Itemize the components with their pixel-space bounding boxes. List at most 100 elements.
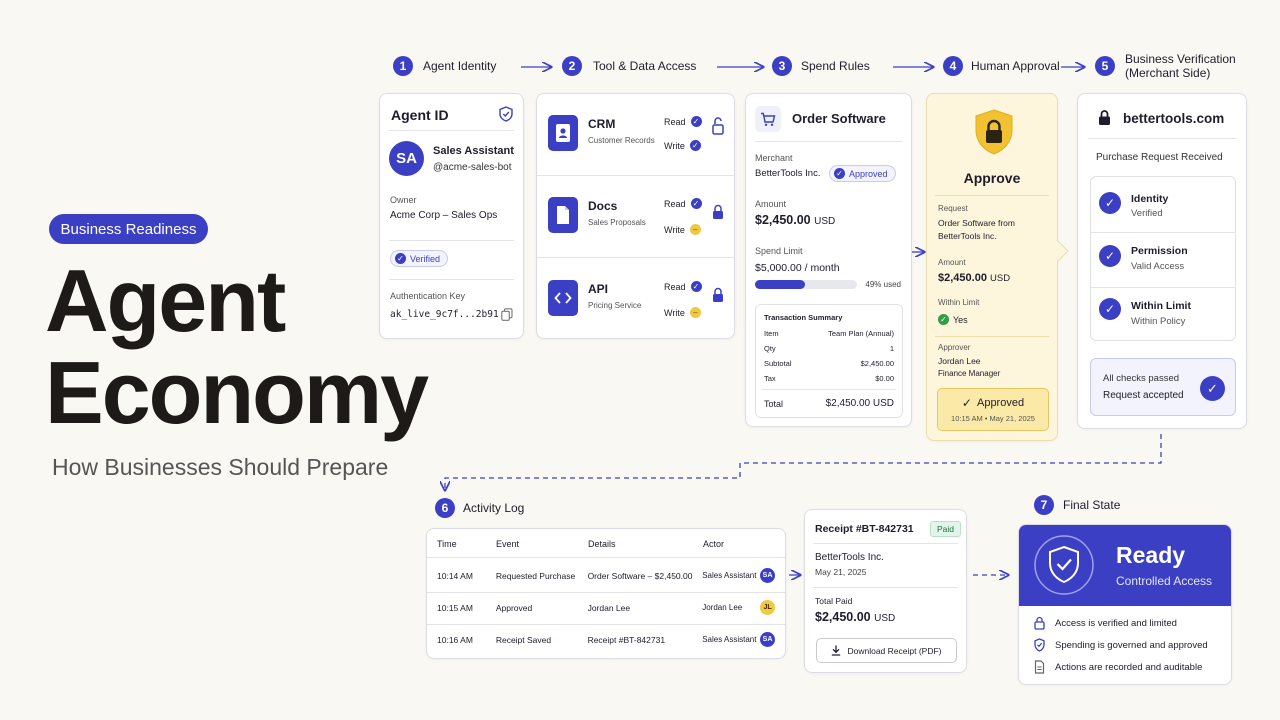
approver-label: Approver — [938, 343, 971, 352]
copy-icon[interactable] — [501, 308, 513, 321]
spend-limit-label: Spend Limit — [755, 246, 803, 256]
success-check-icon: ✓ — [938, 314, 949, 325]
agent-id-title: Agent ID — [391, 107, 449, 123]
shield-icon — [1034, 638, 1045, 652]
step-label-line1: Business Verification — [1125, 52, 1236, 66]
contact-icon — [556, 124, 570, 142]
actor-avatar: SA — [760, 632, 775, 647]
document-icon — [1034, 660, 1045, 674]
table-row[interactable]: 10:15 AM Approved Jordan Lee Jordan Lee … — [437, 600, 775, 615]
check-sub-permission: Valid Access — [1131, 261, 1185, 272]
approved-badge: ✓ Approved — [829, 165, 896, 182]
table-row[interactable]: 10:16 AM Receipt Saved Receipt #BT-84273… — [437, 632, 775, 647]
log-event: Receipt Saved — [495, 634, 552, 645]
approved-status-box[interactable]: ✓ Approved 10:15 AM • May 21, 2025 — [937, 388, 1049, 431]
within-limit-value: ✓ Yes — [938, 314, 968, 325]
hero-pill: Business Readiness — [49, 214, 208, 244]
amount-number: $2,450.00 — [755, 213, 811, 227]
summary-value: $0.00 — [875, 374, 894, 383]
check-icon: ✓ — [834, 168, 845, 179]
check-sub-within-limit: Within Policy — [1131, 316, 1186, 327]
receipt-vendor: BetterTools Inc. — [815, 552, 884, 563]
code-icon — [554, 292, 572, 304]
spend-rules-card: Order Software Merchant BetterTools Inc.… — [745, 93, 912, 427]
hero-subtitle: How Businesses Should Prepare — [52, 454, 389, 480]
step-label-final-state: Final State — [1063, 498, 1121, 512]
log-header-event: Event — [496, 539, 520, 549]
log-details: Jordan Lee — [587, 602, 631, 613]
step-number-4: 4 — [943, 56, 963, 76]
amount-label: Amount — [755, 199, 787, 209]
merchant-verification-card: bettertools.com Purchase Request Receive… — [1077, 93, 1247, 429]
step-number-2: 2 — [562, 56, 582, 76]
download-receipt-button[interactable]: Download Receipt (PDF) — [816, 638, 957, 663]
perm-read-crm: Read✓ — [664, 116, 702, 127]
approved-status-label: ✓ Approved — [961, 396, 1025, 410]
log-actor: Sales Assistant — [702, 571, 757, 580]
shield-check-icon — [499, 106, 513, 122]
tool-name-api: API — [588, 282, 609, 296]
spend-progress-track — [755, 280, 857, 289]
check-title-identity: Identity — [1131, 193, 1169, 205]
arrow-merchant-log — [445, 434, 1162, 490]
table-row[interactable]: 10:14 AM Requested Purchase Order Softwa… — [437, 568, 775, 583]
summary-row: Subtotal $2,450.00 — [764, 359, 894, 368]
request-label: Request — [938, 204, 968, 213]
step-label-business-verification: Business Verification (Merchant Side) — [1125, 52, 1236, 80]
summary-row: Tax$0.00 — [764, 374, 894, 383]
amount-unit: USD — [814, 216, 836, 227]
step-number-7: 7 — [1034, 495, 1054, 515]
log-time: 10:16 AM — [437, 634, 473, 645]
actor-avatar: JL — [760, 600, 775, 615]
final-state-banner: Ready Controlled Access — [1019, 525, 1231, 606]
log-header-details: Details — [588, 539, 616, 549]
log-actor: Sales Assistant — [702, 635, 757, 644]
receipt-total-number: $2,450.00 — [815, 610, 871, 624]
approval-amount: $2,450.00 USD — [938, 272, 1010, 284]
check-icon: ✓ — [395, 253, 406, 264]
check-title-permission: Permission — [1131, 245, 1188, 257]
tool-desc-api: Pricing Service — [588, 301, 642, 310]
check-icon: ✓ — [689, 140, 701, 151]
receipt-date: May 21, 2025 — [815, 567, 867, 577]
approver-name: Jordan Lee — [938, 356, 981, 366]
step-label-agent-identity: Agent Identity — [423, 59, 497, 73]
cart-icon — [761, 112, 776, 126]
minus-icon: – — [689, 307, 701, 318]
log-time: 10:15 AM — [437, 602, 473, 613]
merchant-domain: bettertools.com — [1123, 111, 1225, 126]
lock-shield-icon — [975, 109, 1013, 155]
approved-time: 10:15 AM • May 21, 2025 — [951, 414, 1035, 423]
unlock-icon — [712, 117, 724, 135]
merchant-label: Merchant — [755, 153, 793, 163]
tool-name-crm: CRM — [588, 117, 616, 131]
lock-icon — [713, 287, 723, 302]
spend-limit-value: $5,000.00 / month — [755, 262, 840, 274]
final-subtitle: Controlled Access — [1116, 574, 1213, 588]
log-header-actor: Actor — [703, 539, 725, 549]
crm-tile — [548, 115, 578, 151]
summary-key: Subtotal — [764, 359, 792, 368]
perm-read-docs: Read✓ — [664, 198, 702, 209]
passed-line1: All checks passed — [1103, 373, 1180, 384]
summary-title: Transaction Summary — [764, 313, 843, 322]
agent-avatar: SA — [389, 141, 424, 176]
check-icon: ✓ — [690, 281, 702, 292]
final-title: Ready — [1116, 542, 1186, 568]
receipt-card: Receipt #BT-842731 Paid BetterTools Inc.… — [804, 509, 967, 673]
perm-write-crm: Write✓ — [664, 140, 701, 151]
log-header-row: Time Event Details Actor — [437, 539, 775, 549]
agent-handle: @acme-sales-bot — [433, 162, 512, 173]
log-details: Order Software – $2,450.00 — [587, 570, 693, 581]
cart-icon-tile — [755, 106, 781, 132]
summary-value: $2,450.00 — [860, 359, 894, 368]
log-event: Approved — [495, 602, 533, 613]
verified-badge: ✓ Verified — [390, 250, 449, 267]
verified-label: Verified — [410, 253, 441, 264]
owner-value: Acme Corp – Sales Ops — [390, 210, 498, 221]
summary-value: 1 — [889, 344, 894, 353]
minus-icon: – — [689, 224, 701, 235]
receipt-title: Receipt #BT-842731 — [815, 523, 914, 535]
auth-key-value: ak_live_9c7f...2b91 — [390, 309, 499, 320]
